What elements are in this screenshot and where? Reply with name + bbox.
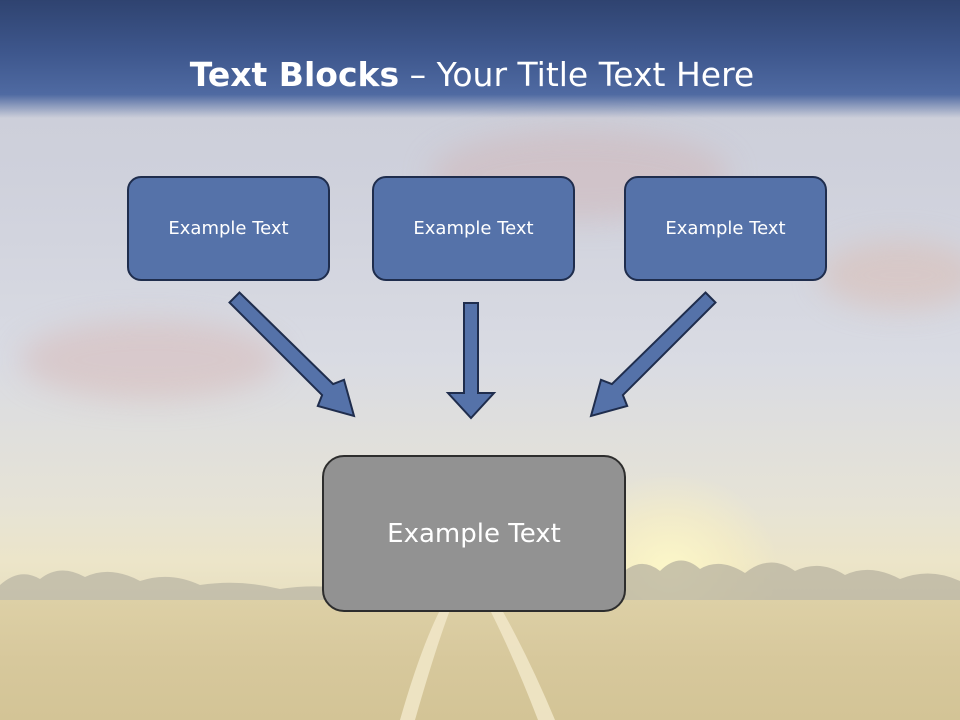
cloud (820, 240, 960, 310)
text-block-bottom[interactable]: Example Text (322, 455, 626, 612)
cloud (20, 320, 280, 400)
text-block-top-right[interactable]: Example Text (624, 176, 827, 281)
title-text: Your Title Text Here (436, 55, 755, 94)
arrow-down-icon (445, 302, 497, 420)
arrow-down-right-icon (228, 291, 356, 418)
text-block-label: Example Text (413, 218, 534, 239)
text-block-label: Example Text (168, 218, 289, 239)
text-block-top-left[interactable]: Example Text (127, 176, 330, 281)
arrow-down-left-icon (589, 291, 717, 418)
title-separator: – (399, 55, 437, 94)
text-block-top-middle[interactable]: Example Text (372, 176, 575, 281)
title-bar (0, 0, 960, 118)
dirt-path (400, 610, 555, 720)
title-bold: Text Blocks (189, 55, 400, 94)
text-block-label: Example Text (387, 518, 561, 549)
field (0, 600, 960, 720)
slide-title: Text Blocks – Your Title Text Here (0, 52, 944, 98)
text-block-label: Example Text (665, 218, 786, 239)
